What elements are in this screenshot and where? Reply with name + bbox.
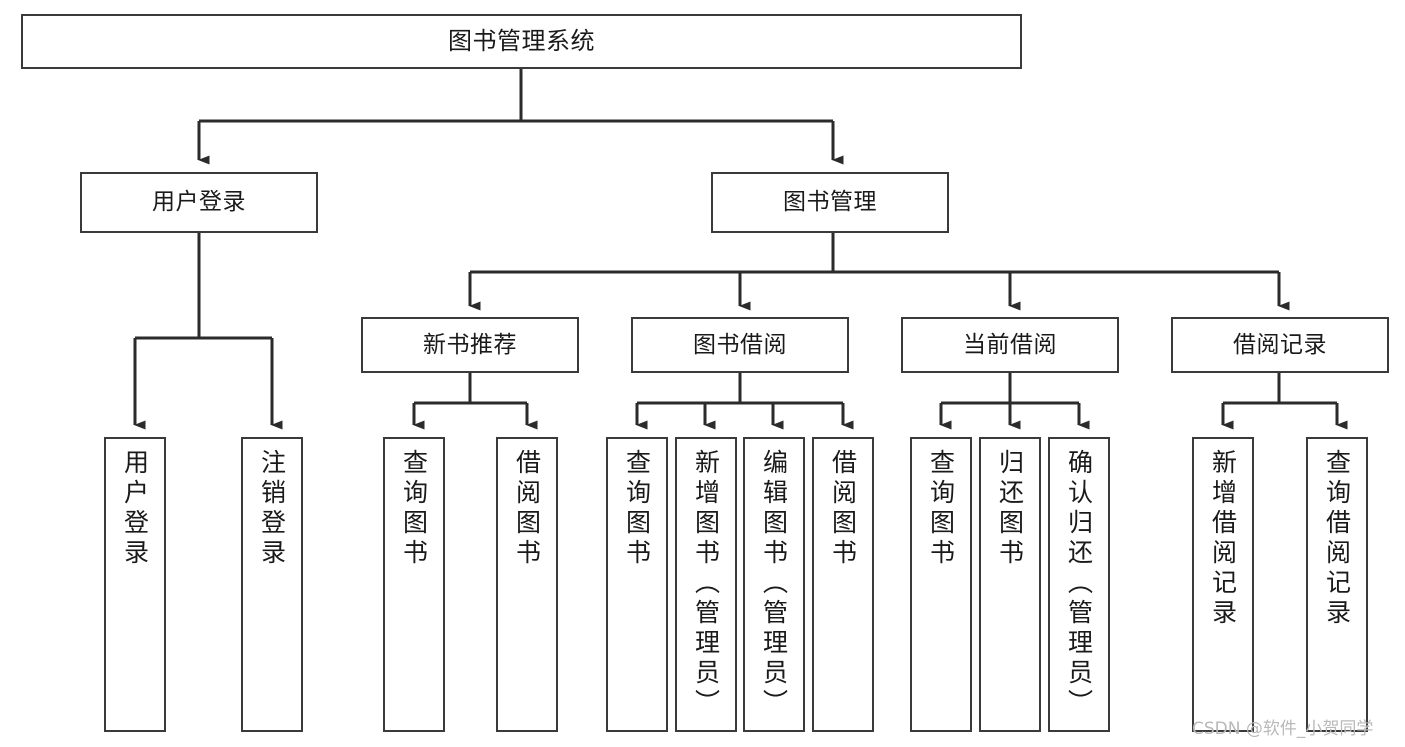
node-label: 当前借阅 xyxy=(963,331,1057,358)
leaf-query-borrow-record[interactable]: 查询借阅记录 xyxy=(1306,437,1368,732)
node-label: 查询图书 xyxy=(399,449,429,569)
node-book-management[interactable]: 图书管理 xyxy=(711,172,949,233)
leaf-add-borrow-record[interactable]: 新增借阅记录 xyxy=(1192,437,1254,732)
node-label: 图书管理系统 xyxy=(448,26,595,55)
leaf-edit-book-admin[interactable]: 编辑图书（管理员） xyxy=(743,437,805,732)
leaf-confirm-return-admin[interactable]: 确认归还（管理员） xyxy=(1048,437,1110,732)
node-label: 图书借阅 xyxy=(693,331,787,358)
node-label: 借阅记录 xyxy=(1233,331,1327,358)
watermark-text: CSDN @软件_小贺同学 xyxy=(1192,719,1374,739)
node-label: 查询图书 xyxy=(622,449,652,569)
node-new-book-recommendation[interactable]: 新书推荐 xyxy=(361,317,579,373)
node-label: 新书推荐 xyxy=(423,331,517,358)
leaf-query-book-borrow[interactable]: 查询图书 xyxy=(606,437,668,732)
node-label: 图书管理 xyxy=(783,189,877,216)
node-label: 编辑图书（管理员） xyxy=(759,449,789,719)
node-label: 用户登录 xyxy=(120,449,150,569)
leaf-query-book-current[interactable]: 查询图书 xyxy=(910,437,972,732)
leaf-logout[interactable]: 注销登录 xyxy=(241,437,303,732)
node-label: 借阅图书 xyxy=(828,449,858,569)
leaf-return-book[interactable]: 归还图书 xyxy=(979,437,1041,732)
node-label: 确认归还（管理员） xyxy=(1064,449,1094,719)
node-label: 新增图书（管理员） xyxy=(691,449,721,719)
node-borrowing-records[interactable]: 借阅记录 xyxy=(1171,317,1389,373)
node-user-login[interactable]: 用户登录 xyxy=(80,172,318,233)
node-label: 用户登录 xyxy=(152,189,246,216)
node-current-borrowing[interactable]: 当前借阅 xyxy=(901,317,1119,373)
leaf-query-book-new[interactable]: 查询图书 xyxy=(383,437,445,732)
leaf-add-book-admin[interactable]: 新增图书（管理员） xyxy=(675,437,737,732)
leaf-borrow-book[interactable]: 借阅图书 xyxy=(812,437,874,732)
node-label: 新增借阅记录 xyxy=(1208,449,1238,629)
node-label: 注销登录 xyxy=(257,449,287,569)
leaf-borrow-book-new[interactable]: 借阅图书 xyxy=(496,437,558,732)
node-label: 归还图书 xyxy=(995,449,1025,569)
node-label: 查询借阅记录 xyxy=(1322,449,1352,629)
node-label: 借阅图书 xyxy=(512,449,542,569)
node-book-borrowing[interactable]: 图书借阅 xyxy=(631,317,849,373)
node-root-system[interactable]: 图书管理系统 xyxy=(21,14,1022,69)
node-label: 查询图书 xyxy=(926,449,956,569)
leaf-user-login[interactable]: 用户登录 xyxy=(104,437,166,732)
